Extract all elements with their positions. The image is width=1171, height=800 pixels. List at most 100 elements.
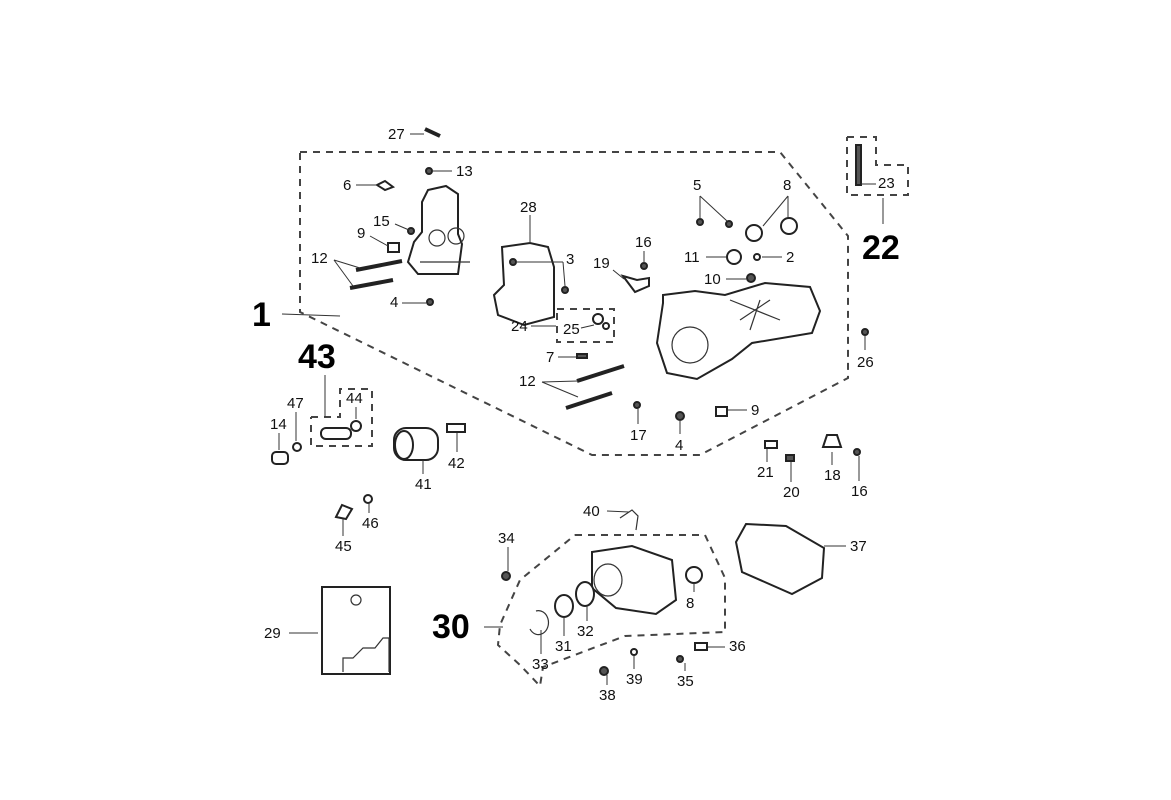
callout-27: 27 (388, 126, 405, 143)
callout-36: 36 (729, 638, 746, 655)
callout-3: 3 (566, 251, 574, 268)
callout-19: 19 (593, 255, 610, 272)
part-38-bolt[interactable] (599, 666, 609, 676)
callout-23: 23 (878, 175, 895, 192)
part-6-clip[interactable] (374, 179, 396, 192)
part-27-bolt[interactable] (424, 127, 441, 138)
part-3-bolt-a[interactable] (509, 258, 517, 266)
callout-9-lower: 9 (751, 402, 759, 419)
callout-12-upper: 12 (311, 250, 328, 267)
part-45-clip[interactable] (334, 503, 354, 521)
part-2-oring[interactable] (753, 253, 761, 261)
part-right-crankcase[interactable] (655, 281, 822, 381)
part-9-dowel-lower[interactable] (715, 406, 728, 417)
callout-45: 45 (335, 538, 352, 555)
callout-9: 9 (357, 225, 365, 242)
part-46-nut[interactable] (363, 494, 373, 504)
callout-21: 21 (757, 464, 774, 481)
part-25-seal[interactable] (592, 313, 604, 325)
part-18-bracket[interactable] (821, 434, 843, 448)
callout-32: 32 (577, 623, 594, 640)
part-32-oring[interactable] (575, 581, 595, 607)
part-47-oring[interactable] (292, 442, 302, 452)
part-12-studs-upper[interactable] (349, 259, 403, 290)
callout-2: 2 (786, 249, 794, 266)
part-29-gasket-sheet[interactable] (321, 586, 391, 675)
part-4-nut-lower[interactable] (675, 411, 685, 421)
callout-46: 46 (362, 515, 379, 532)
part-21-plate[interactable] (764, 440, 778, 449)
part-8-bearing-b[interactable] (780, 217, 798, 235)
part-39-plug[interactable] (630, 648, 638, 656)
group-number-1: 1 (252, 296, 271, 334)
part-41-filter[interactable] (393, 427, 439, 461)
part-left-crankcase[interactable] (406, 184, 470, 275)
part-33-circlip[interactable] (529, 610, 550, 636)
part-26-bolt[interactable] (861, 328, 869, 336)
part-44-oring[interactable] (350, 420, 362, 432)
callout-42: 42 (448, 455, 465, 472)
callout-39: 39 (626, 671, 643, 688)
part-8-bearing-cover[interactable] (685, 566, 703, 584)
callout-4-lower: 4 (675, 437, 683, 454)
group-22-boundary (846, 136, 909, 196)
part-4-nut-upper[interactable] (426, 298, 434, 306)
callout-16-lower: 16 (851, 483, 868, 500)
callout-33: 33 (532, 656, 549, 673)
group-25-boundary (556, 308, 615, 343)
callout-10: 10 (704, 271, 721, 288)
group-1-boundary (299, 151, 849, 456)
callout-44: 44 (346, 390, 363, 407)
part-7-pin[interactable] (576, 353, 588, 359)
callout-17: 17 (630, 427, 647, 444)
part-10-seal[interactable] (746, 273, 756, 283)
part-cover-transmission[interactable] (591, 544, 678, 616)
part-16-bolt-upper[interactable] (640, 262, 648, 270)
callout-40: 40 (583, 503, 600, 520)
part-40-hose[interactable] (619, 509, 639, 531)
part-16-bolt-lower[interactable] (853, 448, 861, 456)
part-37-gasket[interactable] (734, 522, 826, 596)
callout-37: 37 (850, 538, 867, 555)
group-number-43: 43 (298, 338, 336, 376)
part-8-bearing-a[interactable] (745, 224, 763, 242)
group-30-boundary (496, 534, 726, 689)
part-3-bolt-b[interactable] (561, 286, 569, 294)
part-35-bolt[interactable] (676, 655, 684, 663)
part-28-gasket[interactable] (492, 241, 555, 327)
part-13-nut[interactable] (425, 167, 433, 175)
callout-4-upper: 4 (390, 294, 398, 311)
part-14-plug[interactable] (271, 451, 289, 465)
callout-28: 28 (520, 199, 537, 216)
part-42-sensor[interactable] (446, 423, 466, 433)
callout-14: 14 (270, 416, 287, 433)
callout-31: 31 (555, 638, 572, 655)
callout-25: 25 (563, 321, 580, 338)
part-15-bolt[interactable] (407, 227, 415, 235)
part-17-bolt[interactable] (633, 401, 641, 409)
callout-35: 35 (677, 673, 694, 690)
callout-5: 5 (693, 177, 701, 194)
part-23-stud[interactable] (855, 144, 862, 186)
callout-20: 20 (783, 484, 800, 501)
part-5-bolt-b[interactable] (725, 220, 733, 228)
part-36-clip[interactable] (694, 642, 708, 651)
part-12-studs-lower[interactable] (565, 364, 625, 410)
part-11-seal[interactable] (726, 249, 742, 265)
callout-18: 18 (824, 467, 841, 484)
part-20-spring[interactable] (785, 454, 795, 462)
part-43-assembly[interactable] (320, 427, 352, 440)
callout-15: 15 (373, 213, 390, 230)
callout-6: 6 (343, 177, 351, 194)
part-5-bolt-a[interactable] (696, 218, 704, 226)
part-34-bolt[interactable] (501, 571, 511, 581)
part-9-dowel[interactable] (387, 242, 400, 253)
callout-29: 29 (264, 625, 281, 642)
part-31-bearing[interactable] (554, 594, 574, 618)
part-19-plate[interactable] (620, 274, 650, 294)
callout-7: 7 (546, 349, 554, 366)
callout-38: 38 (599, 687, 616, 704)
callout-24: 24 (511, 318, 528, 335)
part-25-oring[interactable] (602, 322, 610, 330)
